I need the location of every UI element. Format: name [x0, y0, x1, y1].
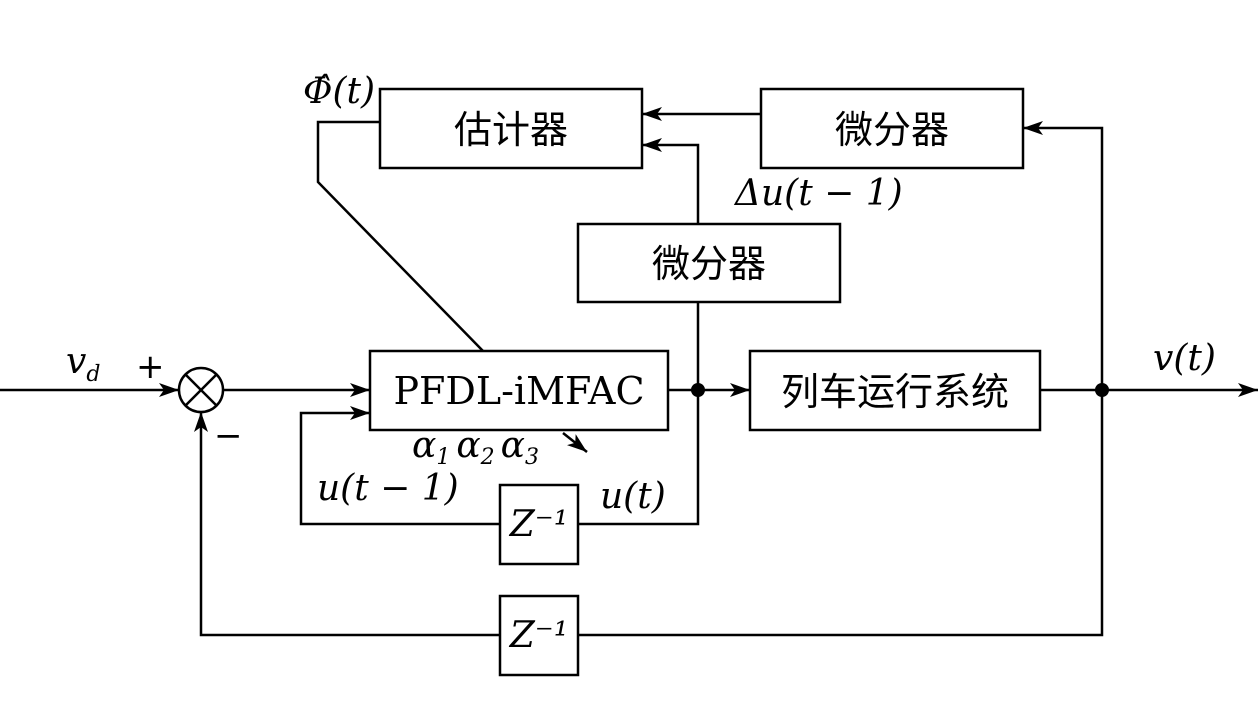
delay-outer-label: Z⁻¹	[509, 615, 568, 656]
plant-block: 列车运行系统	[748, 349, 1042, 432]
feedback-wire-right	[578, 390, 1104, 637]
u-to-delay-wire	[578, 390, 700, 526]
minus-sign: −	[214, 416, 243, 456]
output-label: v(t)	[1153, 338, 1216, 379]
plant-label: 列车运行系统	[781, 370, 1009, 414]
control-node	[691, 383, 705, 397]
reference-label: vd	[66, 341, 100, 387]
delay-inner-block: Z⁻¹	[498, 483, 580, 566]
differentiator-top-block: 微分器	[759, 87, 1025, 170]
controller-label: PFDL-iMFAC	[393, 369, 644, 413]
summing-junction	[177, 366, 225, 414]
delay-to-controller-wire	[299, 406, 500, 526]
output-to-differentiator-wire	[1023, 121, 1104, 390]
delta-u-label: Δu(t − 1)	[733, 173, 903, 214]
parameter-arrow	[562, 432, 588, 453]
output-node	[1095, 383, 1109, 397]
control-prev-label: u(t − 1)	[317, 468, 459, 509]
differentiator-mid-label: 微分器	[652, 242, 766, 286]
phi-hat-wire	[316, 120, 484, 352]
differentiator-mid-block: 微分器	[576, 222, 842, 304]
phi-hat-label: Φ̂(t)	[303, 71, 375, 112]
control-signal-label: u(t)	[600, 476, 666, 517]
plus-sign: +	[136, 347, 165, 387]
delay-inner-label: Z⁻¹	[509, 504, 568, 545]
delta-u-wire	[642, 138, 700, 224]
delay-outer-block: Z⁻¹	[498, 594, 580, 677]
controller-block: PFDL-iMFAC	[368, 349, 670, 432]
feedback-wire-left	[194, 412, 500, 637]
estimator-block: 估计器	[378, 87, 644, 170]
differentiator-top-label: 微分器	[835, 108, 949, 152]
estimator-label: 估计器	[454, 108, 568, 152]
